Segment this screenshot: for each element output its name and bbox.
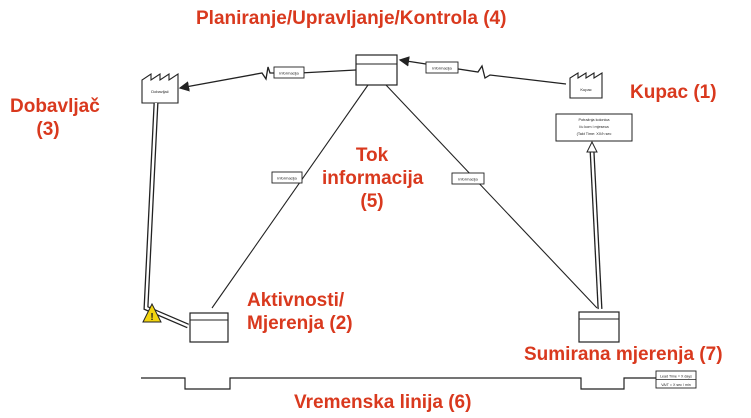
planning-label: Planiranje/Upravljanje/Kontrola (4) bbox=[196, 8, 507, 29]
customer-factory-icon: Kupac bbox=[569, 72, 603, 99]
svg-text:informacija: informacija bbox=[277, 176, 297, 181]
info-flow-label: Tok informacija (5) bbox=[322, 145, 424, 213]
customer-req-line3: (Takt Time: XX/h sec bbox=[577, 132, 612, 136]
activities-label-line1: Aktivnosti/ bbox=[247, 290, 345, 311]
svg-text:informacija: informacija bbox=[279, 71, 299, 76]
planning-control-box bbox=[355, 54, 398, 86]
info-line-to-supplier bbox=[178, 66, 357, 92]
info-flow-line1: Tok bbox=[355, 145, 389, 166]
info-tag-right: informacija bbox=[451, 172, 485, 185]
svg-text:informacija: informacija bbox=[432, 66, 452, 71]
summary-label: Sumirana mjerenja (7) bbox=[524, 344, 723, 365]
info-flow-line3: (5) bbox=[360, 190, 384, 212]
info-line-to-summary bbox=[385, 84, 598, 309]
info-tag-left: informacija bbox=[271, 171, 303, 184]
customer-req-line2: i/u kom i mjeseca bbox=[579, 125, 609, 129]
summary-process-box bbox=[578, 311, 620, 343]
customer-requirement-box: Potražnja kolonica i/u kom i mjeseca (Ta… bbox=[555, 113, 633, 142]
svg-text:informacija: informacija bbox=[458, 177, 478, 182]
info-line-to-activities bbox=[211, 84, 369, 309]
info-line-from-customer bbox=[398, 56, 567, 85]
supplier-box-text: Dobavljač bbox=[151, 89, 169, 94]
activities-process-box bbox=[189, 312, 229, 343]
supplier-label: Dobavljač (3) bbox=[10, 96, 100, 142]
timeline-summary-box: Lead Time = X days VA/T = X sec / min bbox=[655, 370, 697, 389]
supplier-label-line2: (3) bbox=[36, 118, 60, 140]
material-flow-supplier bbox=[143, 102, 189, 329]
info-tag-top-right: informacija bbox=[425, 61, 459, 74]
supplier-label-line1: Dobavljač bbox=[10, 96, 100, 117]
customer-label: Kupac (1) bbox=[630, 82, 717, 103]
warning-triangle-icon bbox=[142, 302, 162, 323]
info-tag-top-left: informacija bbox=[273, 66, 305, 79]
customer-box-text: Kupac bbox=[580, 87, 591, 92]
supplier-factory-icon: Dobavljač bbox=[141, 72, 179, 104]
timeline-label: Vremenska linija (6) bbox=[294, 392, 472, 413]
svg-text:!: ! bbox=[150, 312, 153, 323]
timeline-line bbox=[141, 377, 656, 390]
svg-text:VA/T = X sec / min: VA/T = X sec / min bbox=[661, 383, 691, 387]
svg-text:Lead Time = X days: Lead Time = X days bbox=[660, 375, 692, 379]
activities-label: Aktivnosti/ Mjerenja (2) bbox=[247, 290, 353, 336]
info-flow-line2: informacija bbox=[322, 167, 424, 189]
activities-label-line2: Mjerenja (2) bbox=[247, 312, 353, 334]
customer-req-line1: Potražnja kolonica bbox=[578, 118, 610, 122]
